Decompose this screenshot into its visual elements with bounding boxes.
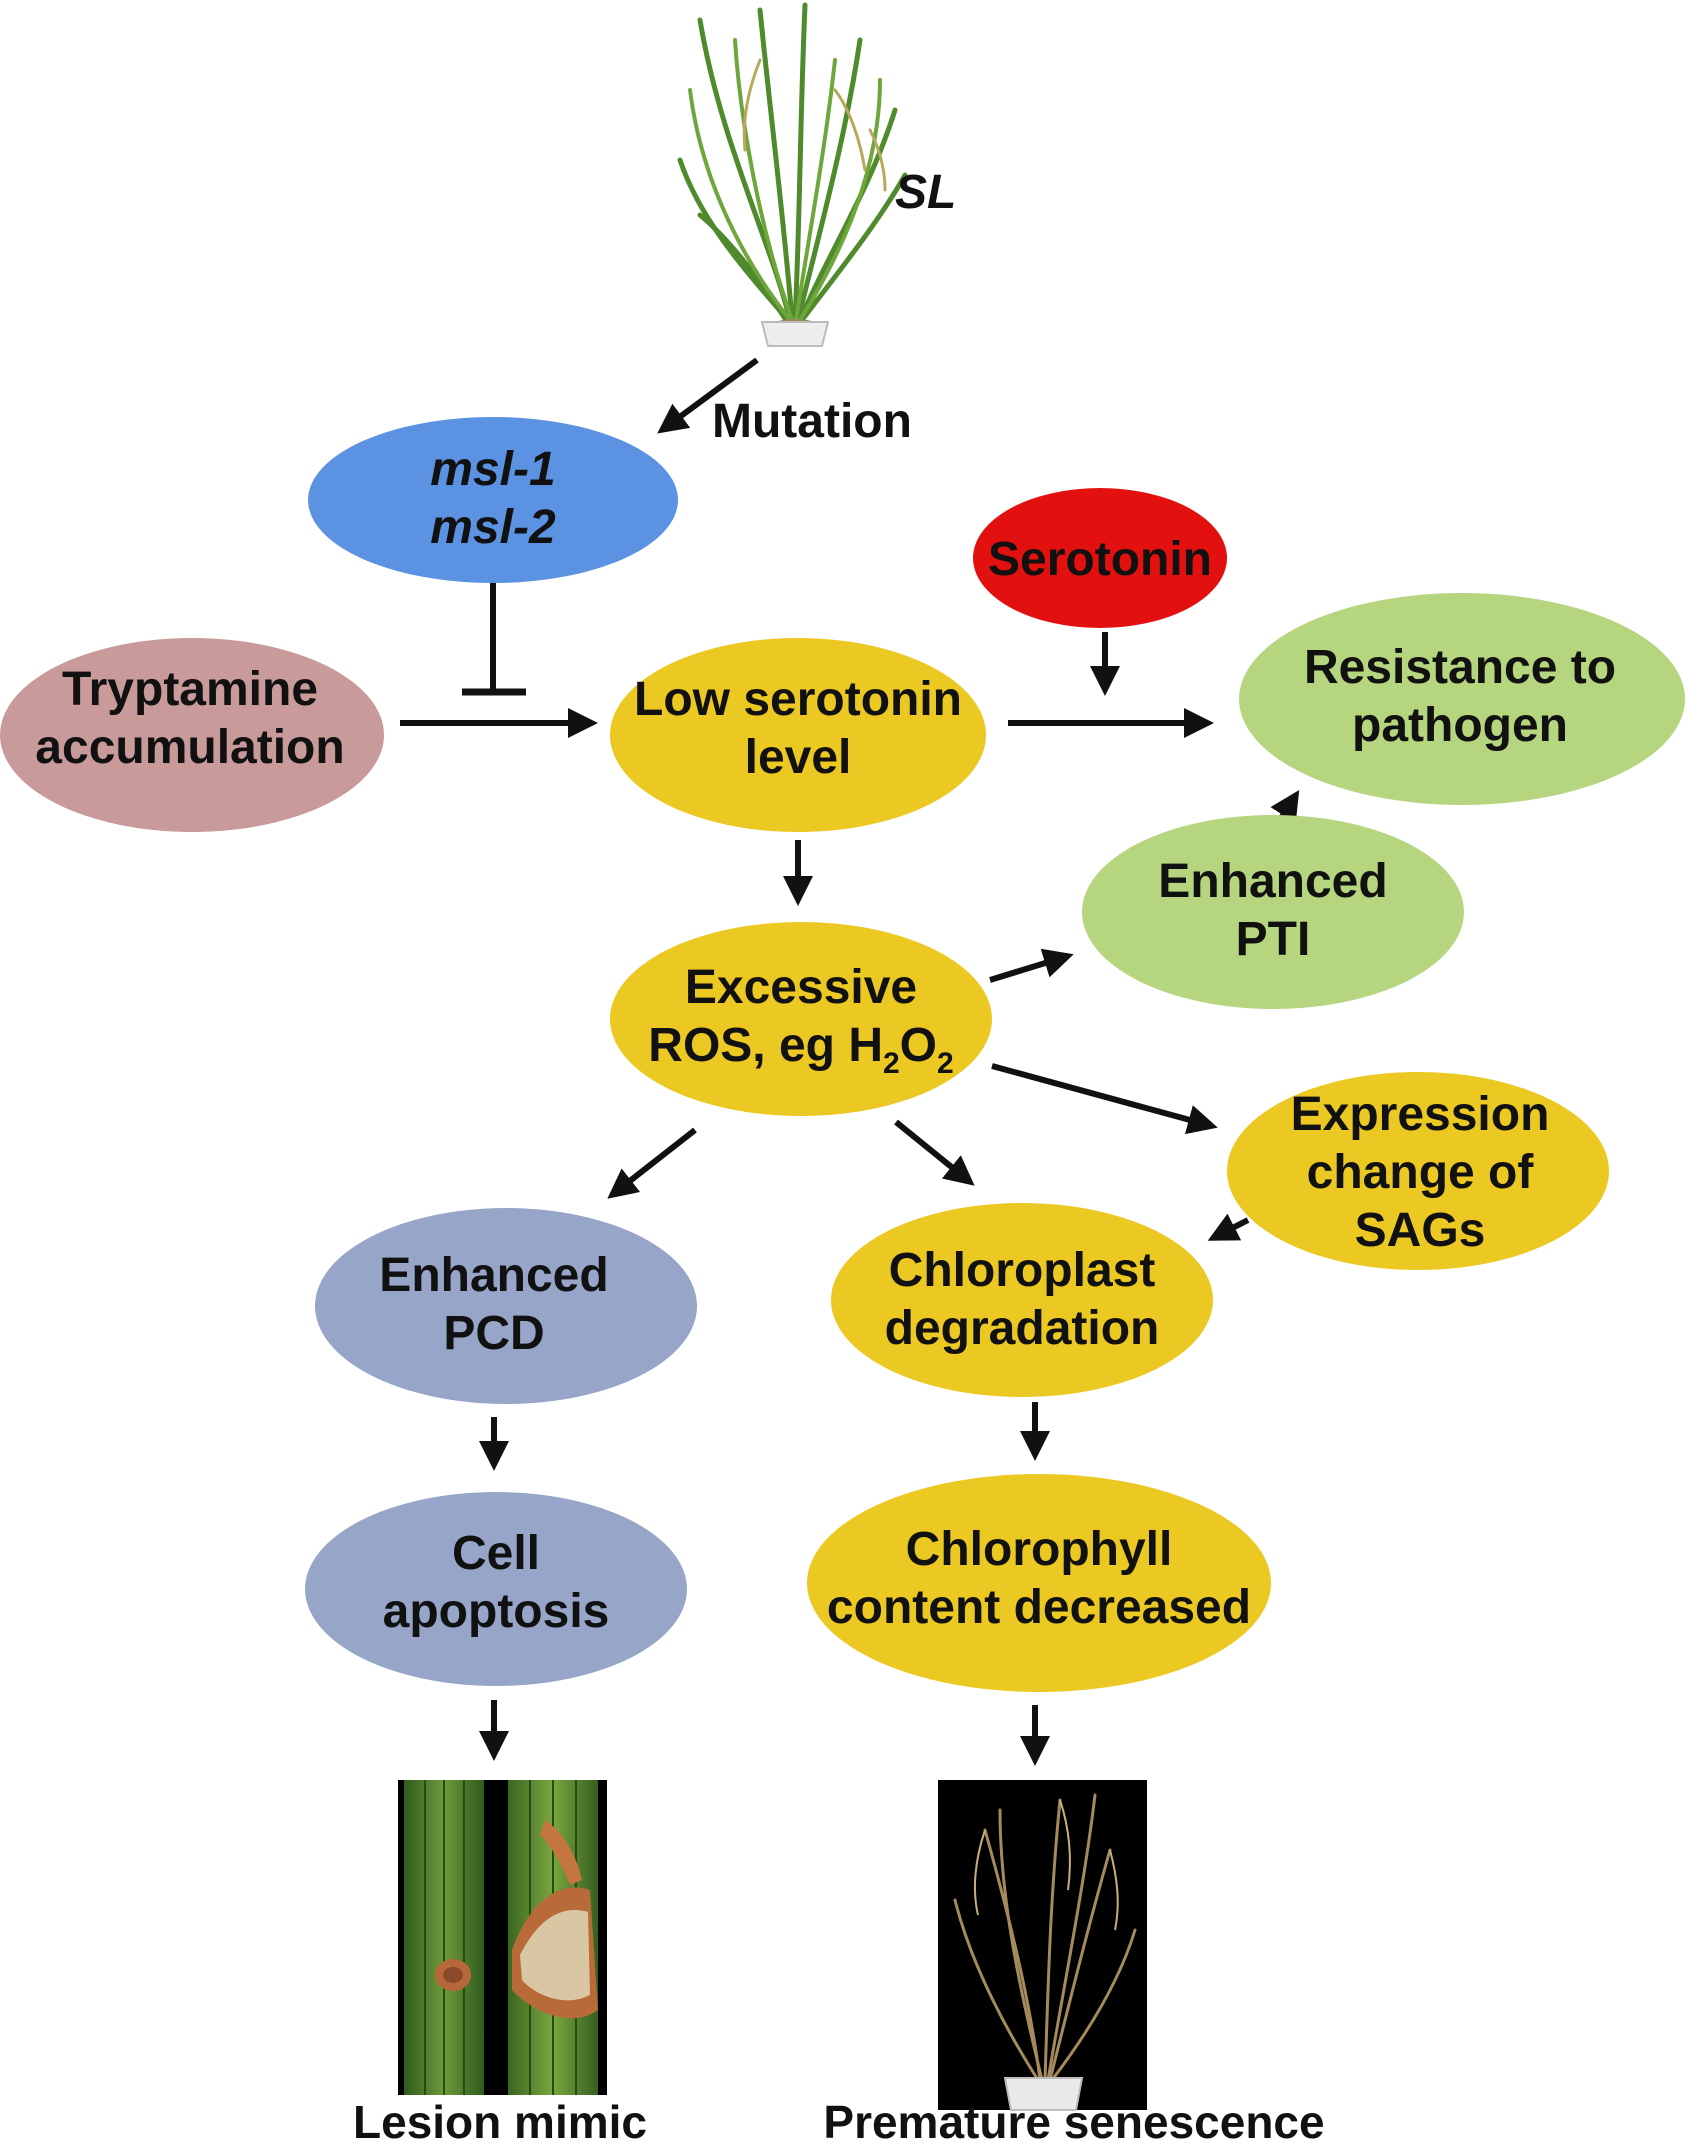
node-enhanced-pti: Enhanced PTI (1082, 815, 1464, 1009)
node-enhanced-pcd-line1: Enhanced (379, 1249, 608, 1302)
node-enhanced-pti-shape (1082, 815, 1464, 1009)
node-resistance-shape (1239, 593, 1685, 805)
node-chlorophyll-line2: content decreased (827, 1581, 1251, 1634)
node-resistance: Resistance to pathogen (1239, 593, 1685, 805)
node-chloroplast-line2: degradation (885, 1302, 1160, 1355)
node-msl-line1: msl-1 (430, 443, 555, 496)
arrow-expression-to-chloroplast (1207, 1213, 1250, 1241)
node-expression-line3: SAGs (1355, 1204, 1486, 1257)
node-msl-shape (308, 417, 678, 583)
node-serotonin-shape (973, 488, 1227, 628)
node-tryptamine: Tryptamine accumulation (0, 638, 384, 832)
node-enhanced-pcd: Enhanced PCD (315, 1208, 697, 1404)
node-cell-apoptosis-shape (305, 1492, 687, 1686)
node-msl: msl-1 msl-2 (308, 417, 678, 583)
node-tryptamine-line1: Tryptamine (62, 663, 318, 716)
caption-lesion-mimic: Lesion mimic (353, 2096, 647, 2139)
node-low-serotonin-line2: level (745, 731, 852, 784)
node-chloroplast: Chloroplast degradation (831, 1203, 1213, 1397)
node-low-serotonin: Low serotonin level (610, 638, 986, 832)
node-chlorophyll: Chlorophyll content decreased (807, 1474, 1271, 1692)
node-low-serotonin-line1: Low serotonin (634, 673, 962, 726)
node-expression-line1: Expression (1291, 1088, 1550, 1141)
node-msl-line2: msl-2 (430, 501, 556, 554)
node-tryptamine-shape (0, 638, 384, 832)
node-enhanced-pcd-line2: PCD (443, 1307, 544, 1360)
arrow-ros-to-expression (991, 1063, 1218, 1135)
node-expression-line2: change of (1307, 1146, 1535, 1199)
node-enhanced-pti-line1: Enhanced (1158, 855, 1387, 908)
node-resistance-line1: Resistance to (1304, 641, 1616, 694)
node-chlorophyll-line1: Chlorophyll (906, 1523, 1173, 1576)
arrows (400, 357, 1300, 1766)
plant-label: SL (895, 166, 956, 219)
node-chloroplast-line1: Chloroplast (889, 1244, 1156, 1297)
node-serotonin: Serotonin (973, 488, 1227, 628)
node-tryptamine-line2: accumulation (35, 721, 344, 774)
node-ros: Excessive ROS, eg H2O2 (610, 922, 992, 1116)
node-cell-apoptosis: Cell apoptosis (305, 1492, 687, 1686)
arrow-ros-to-pcd (607, 1127, 697, 1199)
node-enhanced-pcd-shape (315, 1208, 697, 1404)
node-ros-line1: Excessive (685, 961, 917, 1014)
arrow-ros-to-pti (989, 948, 1074, 983)
mutation-label: Mutation (712, 395, 912, 448)
node-expression-shape (1227, 1072, 1609, 1270)
node-cell-apoptosis-line2: apoptosis (383, 1585, 610, 1638)
node-ros-line2: ROS, eg H2O2 (648, 1019, 953, 1080)
node-chloroplast-shape (831, 1203, 1213, 1397)
caption-premature-senescence: Premature senescence (823, 2096, 1324, 2139)
node-low-serotonin-shape (610, 638, 986, 832)
node-enhanced-pti-line2: PTI (1236, 913, 1311, 966)
node-chlorophyll-shape (807, 1474, 1271, 1692)
arrow-mutation (657, 357, 759, 434)
arrow-ros-to-chloroplast (894, 1119, 975, 1186)
rice-plant-image (677, 2, 908, 347)
lesion-leaf-image (398, 1780, 607, 2095)
node-serotonin-line1: Serotonin (988, 533, 1212, 586)
node-expression: Expression change of SAGs (1227, 1072, 1609, 1270)
node-cell-apoptosis-line1: Cell (452, 1527, 540, 1580)
node-resistance-line2: pathogen (1352, 699, 1568, 752)
senescence-plant-image (938, 1780, 1147, 2111)
node-ros-shape (610, 922, 992, 1116)
